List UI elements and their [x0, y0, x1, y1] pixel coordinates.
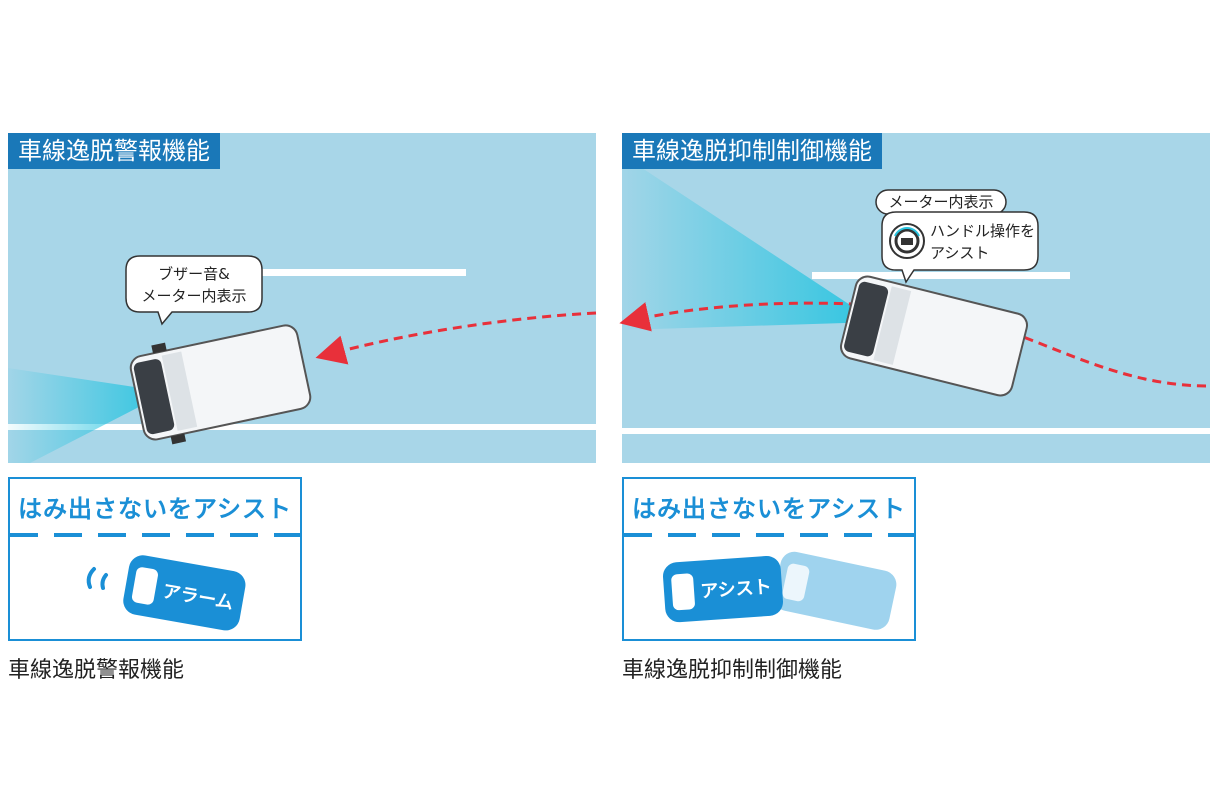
right-bubble-line1: ハンドル操作を	[930, 222, 1035, 240]
sound-wave-icon	[86, 567, 108, 590]
left-bubble-line1: ブザー音&	[158, 265, 230, 283]
right-car-label: アシスト	[700, 577, 773, 603]
alarm-car-icon	[123, 555, 246, 631]
right-header: 車線逸脱抑制制御機能	[622, 133, 882, 169]
camera-beam	[622, 168, 876, 330]
left-assist-box: はみ出さないをアシスト アラーム	[8, 477, 302, 641]
left-caption: 車線逸脱警報機能	[8, 658, 185, 683]
lane-departure-path	[315, 311, 597, 365]
left-header: 車線逸脱警報機能	[8, 133, 220, 169]
lane-line-solid	[622, 428, 1210, 434]
lane-line-dashed	[262, 269, 466, 276]
lane-line-dashed	[812, 272, 1070, 279]
right-bubble-line2: アシスト	[930, 244, 989, 262]
right-assist-box: はみ出さないをアシスト アシスト	[622, 477, 916, 641]
car-left	[129, 324, 312, 445]
lane-line-solid	[8, 424, 596, 430]
right-bubble-top: メーター内表示	[888, 193, 993, 211]
right-speech-bubble: ハンドル操作を アシスト	[881, 211, 1039, 284]
right-road-illustration: メーター内表示 ハンドル操作を アシスト	[619, 133, 1210, 463]
car-right	[839, 275, 1029, 397]
camera-beam	[8, 368, 168, 463]
left-bubble-line2: メーター内表示	[141, 287, 246, 305]
right-caption: 車線逸脱抑制制御機能	[622, 658, 843, 683]
right-meter-bubble: メーター内表示	[875, 189, 1007, 215]
left-assist-title: はみ出さないをアシスト	[17, 495, 293, 523]
left-assist-illustration: アラーム	[10, 533, 300, 631]
right-assist-illustration: アシスト	[624, 533, 914, 630]
right-assist-title: はみ出さないをアシスト	[631, 495, 907, 523]
left-speech-bubble: ブザー音& メーター内表示	[125, 255, 263, 326]
steering-wheel-icon	[889, 223, 925, 259]
left-road-illustration: ブザー音& メーター内表示	[8, 133, 597, 463]
ghost-car-icon	[773, 551, 897, 630]
assist-car-icon	[662, 555, 784, 623]
